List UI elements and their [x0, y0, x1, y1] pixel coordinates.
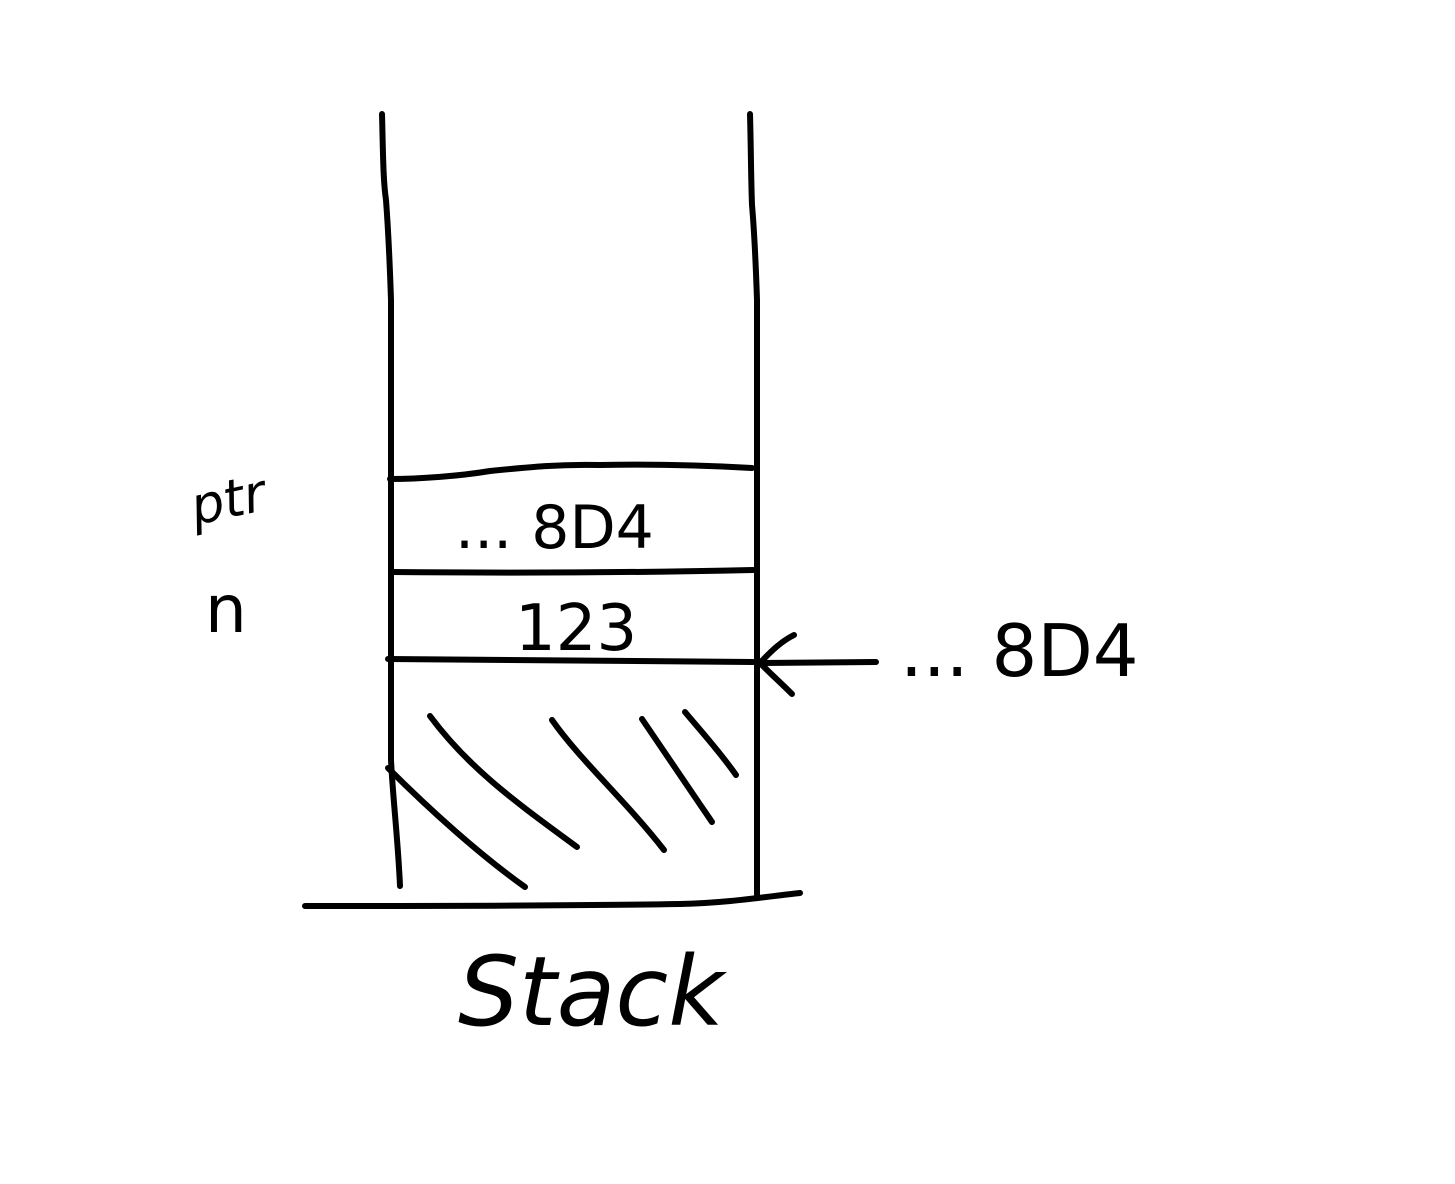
stack-base-line: [302, 890, 803, 909]
cell-ptr-value: ... 8D4: [455, 493, 654, 563]
stack-left-wall: [379, 111, 403, 889]
stack-caption: Stack: [458, 936, 727, 1048]
cell-n-value: 123: [515, 592, 637, 666]
pointer-address-label: ... 8D4: [900, 609, 1139, 693]
cell-middle-line: [389, 567, 756, 576]
cell-top-line: [387, 461, 755, 482]
label-n: n: [205, 571, 247, 648]
stack-right-wall: [747, 111, 760, 898]
label-ptr: ptr: [184, 463, 274, 538]
cell-bottom-line: [385, 656, 756, 665]
pointer-arrow: [757, 632, 879, 697]
used-region-hatching: [385, 709, 739, 890]
